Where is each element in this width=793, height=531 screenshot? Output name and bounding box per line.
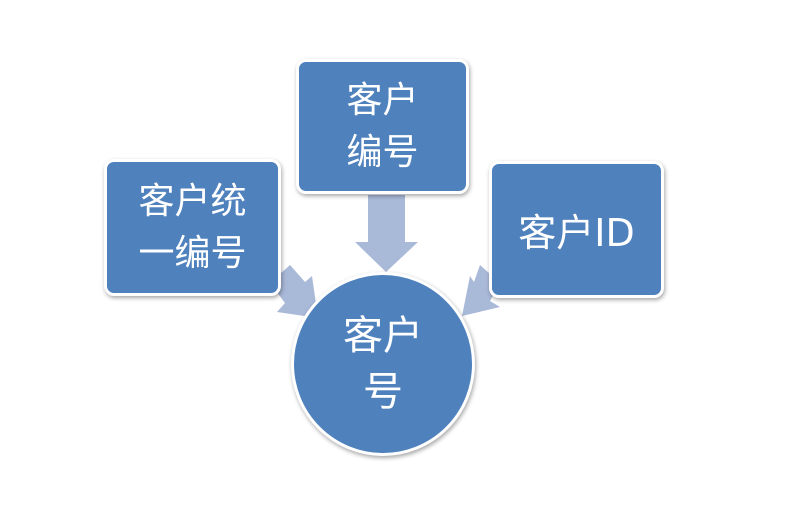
arrow-top-down: [355, 195, 418, 272]
node-label: 客户: [346, 79, 419, 121]
node-label: 编号: [346, 131, 419, 173]
node-label: 客户统: [138, 180, 247, 222]
node-customer-id: 客户ID: [489, 161, 664, 298]
arrow-left-diagonal: [270, 265, 318, 318]
node-customer-unified-number: 客户统 一编号: [104, 159, 281, 296]
node-label: 客户: [343, 313, 423, 359]
node-label: 一编号: [138, 232, 247, 274]
node-customer-number: 客户 编号: [296, 59, 469, 194]
node-label: 客户ID: [518, 211, 635, 255]
node-label: 号: [363, 369, 403, 415]
node-customer-no-center: 客户 号: [291, 272, 475, 456]
